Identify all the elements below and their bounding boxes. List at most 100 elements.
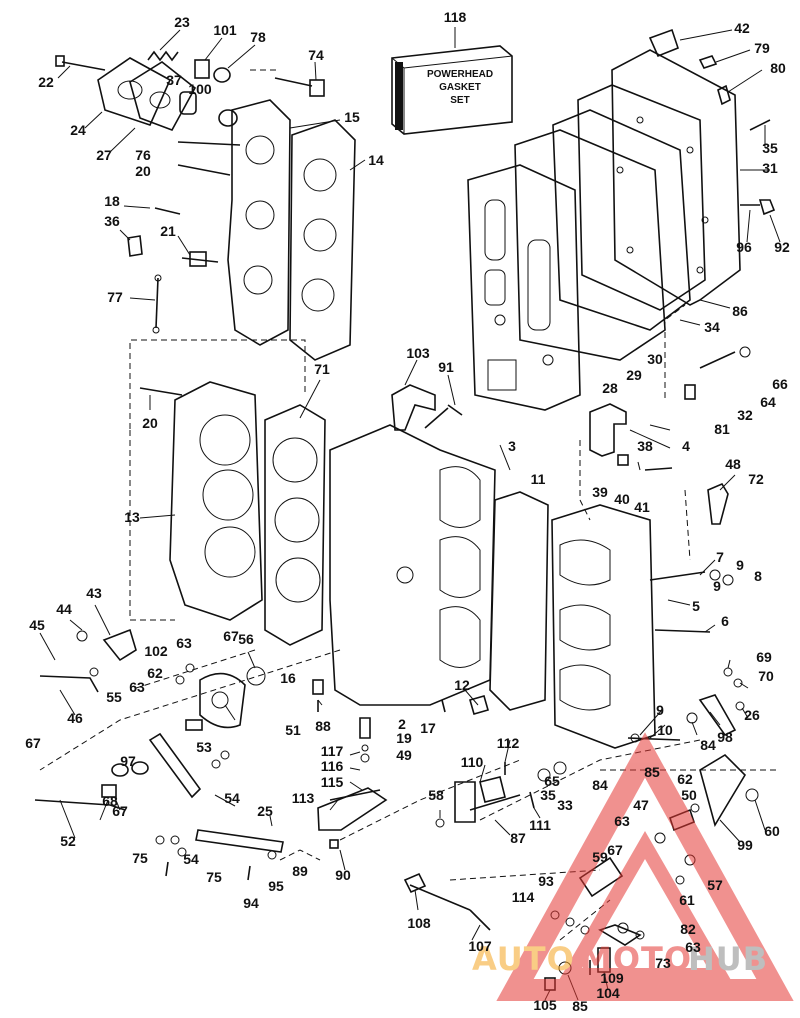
callout-label: 28 — [602, 380, 618, 396]
callout-label: 32 — [737, 407, 753, 423]
callout-label: 73 — [655, 955, 671, 971]
callout-label: 18 — [104, 193, 120, 209]
callout-label: 100 — [188, 81, 212, 97]
exhaust-cover-stack — [467, 49, 741, 411]
callout-label: 76 — [135, 147, 151, 163]
callout-label: 22 — [38, 74, 54, 90]
callout-label: 87 — [510, 830, 526, 846]
callout-label: 79 — [754, 40, 770, 56]
callout-label: 116 — [321, 758, 344, 774]
callout-label: 10 — [657, 722, 673, 738]
callout-label: 77 — [107, 289, 123, 305]
callout-label: 9 — [713, 578, 721, 594]
callout-label: 80 — [770, 60, 786, 76]
callout-label: 46 — [67, 710, 83, 726]
callout-label: 117 — [321, 743, 344, 759]
callout-label: 57 — [707, 877, 723, 893]
gasket-set-line3: SET — [450, 95, 469, 106]
callout-label: 67 — [25, 735, 41, 751]
callout-label: 59 — [592, 849, 608, 865]
callout-label: 109 — [600, 970, 624, 986]
callout-label: 20 — [142, 415, 158, 431]
callout-label: 20 — [135, 163, 151, 179]
gasket-set-box: POWERHEAD GASKET SET — [391, 27, 513, 135]
callout-label: 62 — [147, 665, 163, 681]
callout-label: 44 — [56, 601, 72, 617]
callout-label: 93 — [538, 873, 554, 889]
callout-label: 17 — [420, 720, 436, 736]
callout-label: 62 — [677, 771, 693, 787]
callout-label: 4 — [682, 438, 690, 454]
callout-label: 63 — [176, 635, 192, 651]
callout-label: 23 — [174, 14, 190, 30]
callout-label: 56 — [238, 631, 254, 647]
callout-label: 19 — [396, 730, 412, 746]
callout-label: 2 — [398, 716, 406, 732]
callout-label: 85 — [644, 764, 660, 780]
callout-label: 91 — [438, 359, 454, 375]
callout-label: 102 — [144, 643, 168, 659]
callout-label: 6 — [721, 613, 729, 629]
callout-label: 8 — [754, 568, 762, 584]
callout-label: 47 — [633, 797, 649, 813]
automotohub-watermark: AUTO MOTO HUB — [472, 732, 794, 1001]
callout-label: 84 — [700, 737, 716, 753]
callout-label: 118 — [444, 9, 467, 25]
callout-label: 88 — [315, 718, 331, 734]
callout-label: 63 — [614, 813, 630, 829]
callout-label: 55 — [106, 689, 122, 705]
callout-label: 50 — [681, 787, 697, 803]
callout-label: 35 — [540, 787, 556, 803]
callout-label: 33 — [557, 797, 573, 813]
callout-label: 7 — [716, 549, 724, 565]
callout-label: 61 — [679, 892, 695, 908]
callout-label: 27 — [96, 147, 112, 163]
callout-label: 24 — [70, 122, 86, 138]
callout-label: 98 — [717, 729, 733, 745]
callout-label: 104 — [596, 985, 620, 1001]
watermark-auto: AUTO — [472, 940, 575, 978]
callout-label: 64 — [760, 394, 776, 410]
gasket-set-line1: POWERHEAD — [427, 69, 493, 80]
callout-label: 81 — [714, 421, 730, 437]
callout-label: 85 — [572, 998, 588, 1014]
callout-label: 36 — [104, 213, 120, 229]
callout-label: 60 — [764, 823, 780, 839]
callout-label: 107 — [468, 938, 492, 954]
callout-label: 34 — [704, 319, 720, 335]
thermostat-housing-parts — [55, 50, 325, 215]
callout-label: 67 — [112, 803, 128, 819]
callout-label: 30 — [647, 351, 663, 367]
callout-label: 9 — [656, 702, 664, 718]
callout-label: 12 — [454, 677, 470, 693]
callout-label: 84 — [592, 777, 608, 793]
callout-label: 63 — [685, 939, 701, 955]
callout-label: 52 — [60, 833, 76, 849]
callout-label: 48 — [725, 456, 741, 472]
callout-label: 53 — [196, 739, 212, 755]
callout-label: 13 — [124, 509, 140, 525]
crankcase — [329, 384, 656, 749]
callout-label: 42 — [734, 20, 750, 36]
callout-label: 35 — [762, 140, 778, 156]
callout-label: 41 — [634, 499, 650, 515]
callout-label: 92 — [774, 239, 790, 255]
callout-label: 111 — [529, 817, 551, 833]
right-side-parts — [424, 346, 751, 633]
callout-label: 54 — [224, 790, 240, 806]
lower-left-linkage — [34, 628, 284, 881]
callout-label: 97 — [120, 753, 136, 769]
callout-label: 110 — [461, 754, 484, 770]
callout-label: 70 — [758, 668, 774, 684]
callout-label: 25 — [257, 803, 273, 819]
callout-label: 49 — [396, 747, 412, 763]
callout-label: 37 — [166, 72, 182, 88]
leader-lines — [39, 29, 781, 1001]
callout-label: 89 — [292, 863, 308, 879]
callout-label: 90 — [335, 867, 351, 883]
callout-label: 103 — [406, 345, 430, 361]
callout-label: 71 — [314, 361, 330, 377]
callout-label: 3 — [508, 438, 516, 454]
